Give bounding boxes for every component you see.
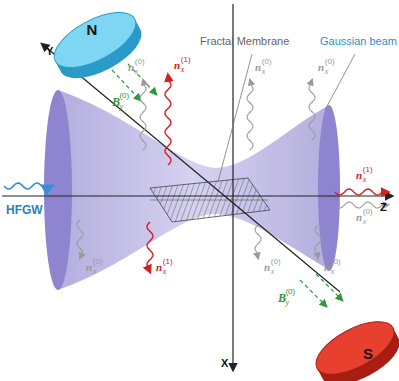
photon-wave — [147, 222, 153, 272]
photon-symbol: n — [86, 262, 92, 273]
photon-wave — [165, 75, 171, 165]
photon-symbol-subscript: x — [363, 176, 367, 184]
photon-symbol-subscript: x — [262, 68, 266, 76]
membrane-label: Fractal Membrane — [200, 36, 289, 47]
photon-wave — [247, 80, 253, 150]
photon-symbol-superscript: (0) — [262, 58, 272, 66]
photon-symbol-superscript: (0) — [331, 258, 341, 266]
field-symbol: B — [112, 96, 120, 108]
wave-label: HFGW — [6, 204, 43, 216]
photon-wave — [4, 183, 52, 189]
axis-label: Z — [380, 202, 387, 213]
photon-wave — [255, 225, 261, 258]
photon-symbol-subscript: x — [135, 68, 139, 76]
photon-symbol: n — [128, 62, 134, 73]
photon-wave — [309, 80, 315, 140]
field-symbol-subscript: y — [285, 299, 289, 307]
beam-label: Gaussian beam — [320, 36, 397, 47]
axis-label: X — [221, 358, 228, 369]
photon-symbol: n — [156, 262, 162, 273]
photon-wave — [77, 220, 83, 258]
pole-letter: S — [363, 345, 373, 362]
photon-symbol-subscript: x — [325, 68, 329, 76]
photon-symbol: n — [174, 60, 180, 71]
photon-symbol: n — [356, 170, 362, 181]
photon-symbol-subscript: x — [271, 268, 275, 276]
photon-symbol-subscript: x — [181, 66, 185, 74]
pole-letter: N — [87, 21, 98, 38]
photon-symbol: n — [356, 212, 362, 223]
photon-symbol: n — [318, 62, 324, 73]
photon-symbol-superscript: (1) — [163, 258, 173, 266]
photon-symbol-superscript: (0) — [135, 58, 145, 66]
photon-symbol-superscript: (0) — [93, 258, 103, 266]
axis-label: Y — [46, 46, 53, 57]
field-symbol: B — [278, 292, 286, 304]
magnet-pole: S — [350, 338, 386, 368]
photon-symbol-subscript: x — [331, 268, 335, 276]
photon-symbol: n — [264, 262, 270, 273]
photon-symbol-superscript: (1) — [181, 56, 191, 64]
field-symbol-superscript: (0) — [285, 288, 295, 296]
photon-symbol-superscript: (0) — [325, 58, 335, 66]
photon-symbol-superscript: (0) — [363, 208, 373, 216]
field-symbol-subscript: y — [119, 103, 123, 111]
photon-symbol-subscript: x — [93, 268, 97, 276]
photon-symbol-subscript: x — [163, 268, 167, 276]
magnet-pole: N — [72, 14, 112, 44]
photon-symbol-subscript: x — [363, 218, 367, 226]
photon-symbol-superscript: (0) — [271, 258, 281, 266]
photon-wave — [140, 80, 146, 150]
photon-symbol-superscript: (1) — [363, 166, 373, 174]
photon-wave — [335, 189, 388, 195]
photon-wave — [315, 225, 321, 258]
photon-symbol: n — [324, 262, 330, 273]
field-symbol-superscript: (0) — [119, 92, 129, 100]
photon-symbol: n — [255, 62, 261, 73]
